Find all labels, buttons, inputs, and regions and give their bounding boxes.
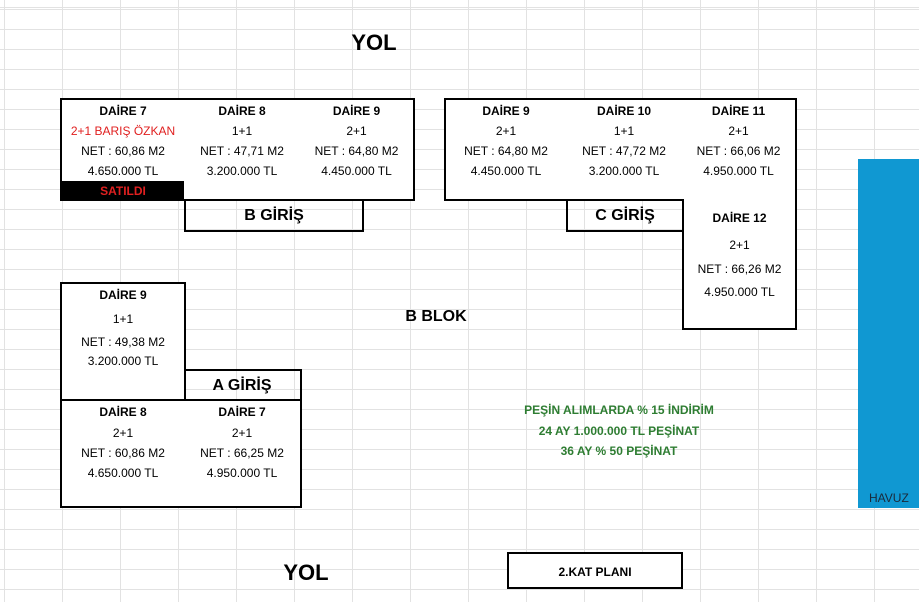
unit-name: DAİRE 8 [218, 104, 266, 118]
unit-type-owner: 2+1 BARIŞ ÖZKAN [70, 124, 176, 138]
unit-c-daire-9[interactable]: DAİRE 9 2+1 NET : 64,80 M2 4.450.000 TL [444, 98, 568, 201]
unit-b-daire-8[interactable]: DAİRE 8 1+1 NET : 47,71 M2 3.200.000 TL [184, 98, 302, 201]
unit-type: 2+1 [495, 124, 517, 138]
floor-plan-label: 2.KAT PLANI [558, 565, 632, 579]
pool-area [858, 159, 919, 508]
unit-area: NET : 49,38 M2 [81, 335, 165, 349]
unit-area: NET : 64,80 M2 [464, 144, 548, 158]
unit-name: DAİRE 9 [99, 288, 147, 302]
unit-name: DAİRE 9 [332, 104, 381, 118]
unit-type: 2+1 [729, 238, 750, 252]
pool-label: HAVUZ [869, 491, 909, 505]
unit-name: DAİRE 7 [99, 104, 147, 118]
unit-price: 4.450.000 TL [470, 164, 542, 178]
unit-price: 3.200.000 TL [87, 354, 159, 368]
unit-price: 4.950.000 TL [704, 285, 775, 299]
unit-a-daire-7[interactable]: DAİRE 7 2+1 NET : 66,25 M2 4.950.000 TL [184, 399, 302, 508]
entrance-a: A GİRİŞ [184, 369, 302, 401]
unit-price: 4.450.000 TL [321, 164, 392, 178]
unit-name: DAİRE 7 [218, 405, 266, 419]
unit-area: NET : 66,06 M2 [696, 144, 781, 158]
unit-c-daire-10[interactable]: DAİRE 10 1+1 NET : 47,72 M2 3.200.000 TL [566, 98, 684, 201]
promo-line-3: 36 AY % 50 PEŞİNAT [560, 444, 678, 458]
unit-price: 4.950.000 TL [703, 164, 774, 178]
entrance-b-label: B GİRİŞ [244, 207, 304, 224]
unit-area: NET : 66,26 M2 [697, 262, 782, 276]
unit-c-daire-12[interactable]: DAİRE 12 2+1 NET : 66,26 M2 4.950.000 TL [682, 199, 797, 330]
unit-name: DAİRE 9 [482, 104, 530, 118]
unit-area: NET : 60,86 M2 [81, 144, 165, 158]
unit-type: 1+1 [112, 312, 134, 326]
entrance-c: C GİRİŞ [566, 199, 684, 232]
unit-type: 1+1 [613, 124, 635, 138]
road-label-top: YOL [351, 30, 397, 55]
unit-c-daire-11[interactable]: DAİRE 11 2+1 NET : 66,06 M2 4.950.000 TL [682, 98, 797, 201]
unit-name: DAİRE 11 [711, 104, 766, 118]
unit-name: DAİRE 10 [596, 104, 652, 118]
unit-price: 4.950.000 TL [206, 466, 278, 480]
unit-type: 2+1 [112, 426, 134, 440]
unit-area: NET : 47,71 M2 [200, 144, 284, 158]
unit-price: 3.200.000 TL [588, 164, 660, 178]
unit-a-daire-9[interactable]: DAİRE 9 1+1 NET : 49,38 M2 3.200.000 TL [60, 282, 186, 401]
unit-area: NET : 64,80 M2 [314, 144, 399, 158]
unit-type: 2+1 [728, 124, 749, 138]
unit-b-daire-7[interactable]: DAİRE 7 2+1 BARIŞ ÖZKAN NET : 60,86 M2 4… [60, 98, 186, 201]
unit-name: DAİRE 8 [99, 405, 147, 419]
unit-type: 2+1 [231, 426, 253, 440]
unit-price: 3.200.000 TL [206, 164, 278, 178]
entrance-a-label: A GİRİŞ [212, 377, 272, 394]
promo-line-1: PEŞİN ALIMLARDA % 15 İNDİRİM [524, 403, 714, 417]
unit-price: 4.650.000 TL [87, 164, 159, 178]
unit-area: NET : 66,25 M2 [200, 446, 284, 460]
unit-area: NET : 60,86 M2 [81, 446, 165, 460]
unit-a-daire-8[interactable]: DAİRE 8 2+1 NET : 60,86 M2 4.650.000 TL [60, 399, 186, 508]
unit-type: 1+1 [231, 124, 253, 138]
unit-area: NET : 47,72 M2 [582, 144, 666, 158]
block-label: B BLOK [405, 308, 467, 325]
floor-plan-label-box: 2.KAT PLANI [507, 552, 683, 589]
sold-badge: SATILDI [62, 181, 184, 201]
unit-price: 4.650.000 TL [87, 466, 159, 480]
road-label-bottom: YOL [283, 560, 329, 585]
unit-name: DAİRE 12 [712, 211, 767, 225]
entrance-c-label: C GİRİŞ [595, 207, 655, 224]
unit-b-daire-9[interactable]: DAİRE 9 2+1 NET : 64,80 M2 4.450.000 TL [300, 98, 415, 201]
unit-type: 2+1 [346, 124, 367, 138]
promo-line-2: 24 AY 1.000.000 TL PEŞİNAT [538, 424, 700, 438]
entrance-b: B GİRİŞ [184, 199, 364, 232]
